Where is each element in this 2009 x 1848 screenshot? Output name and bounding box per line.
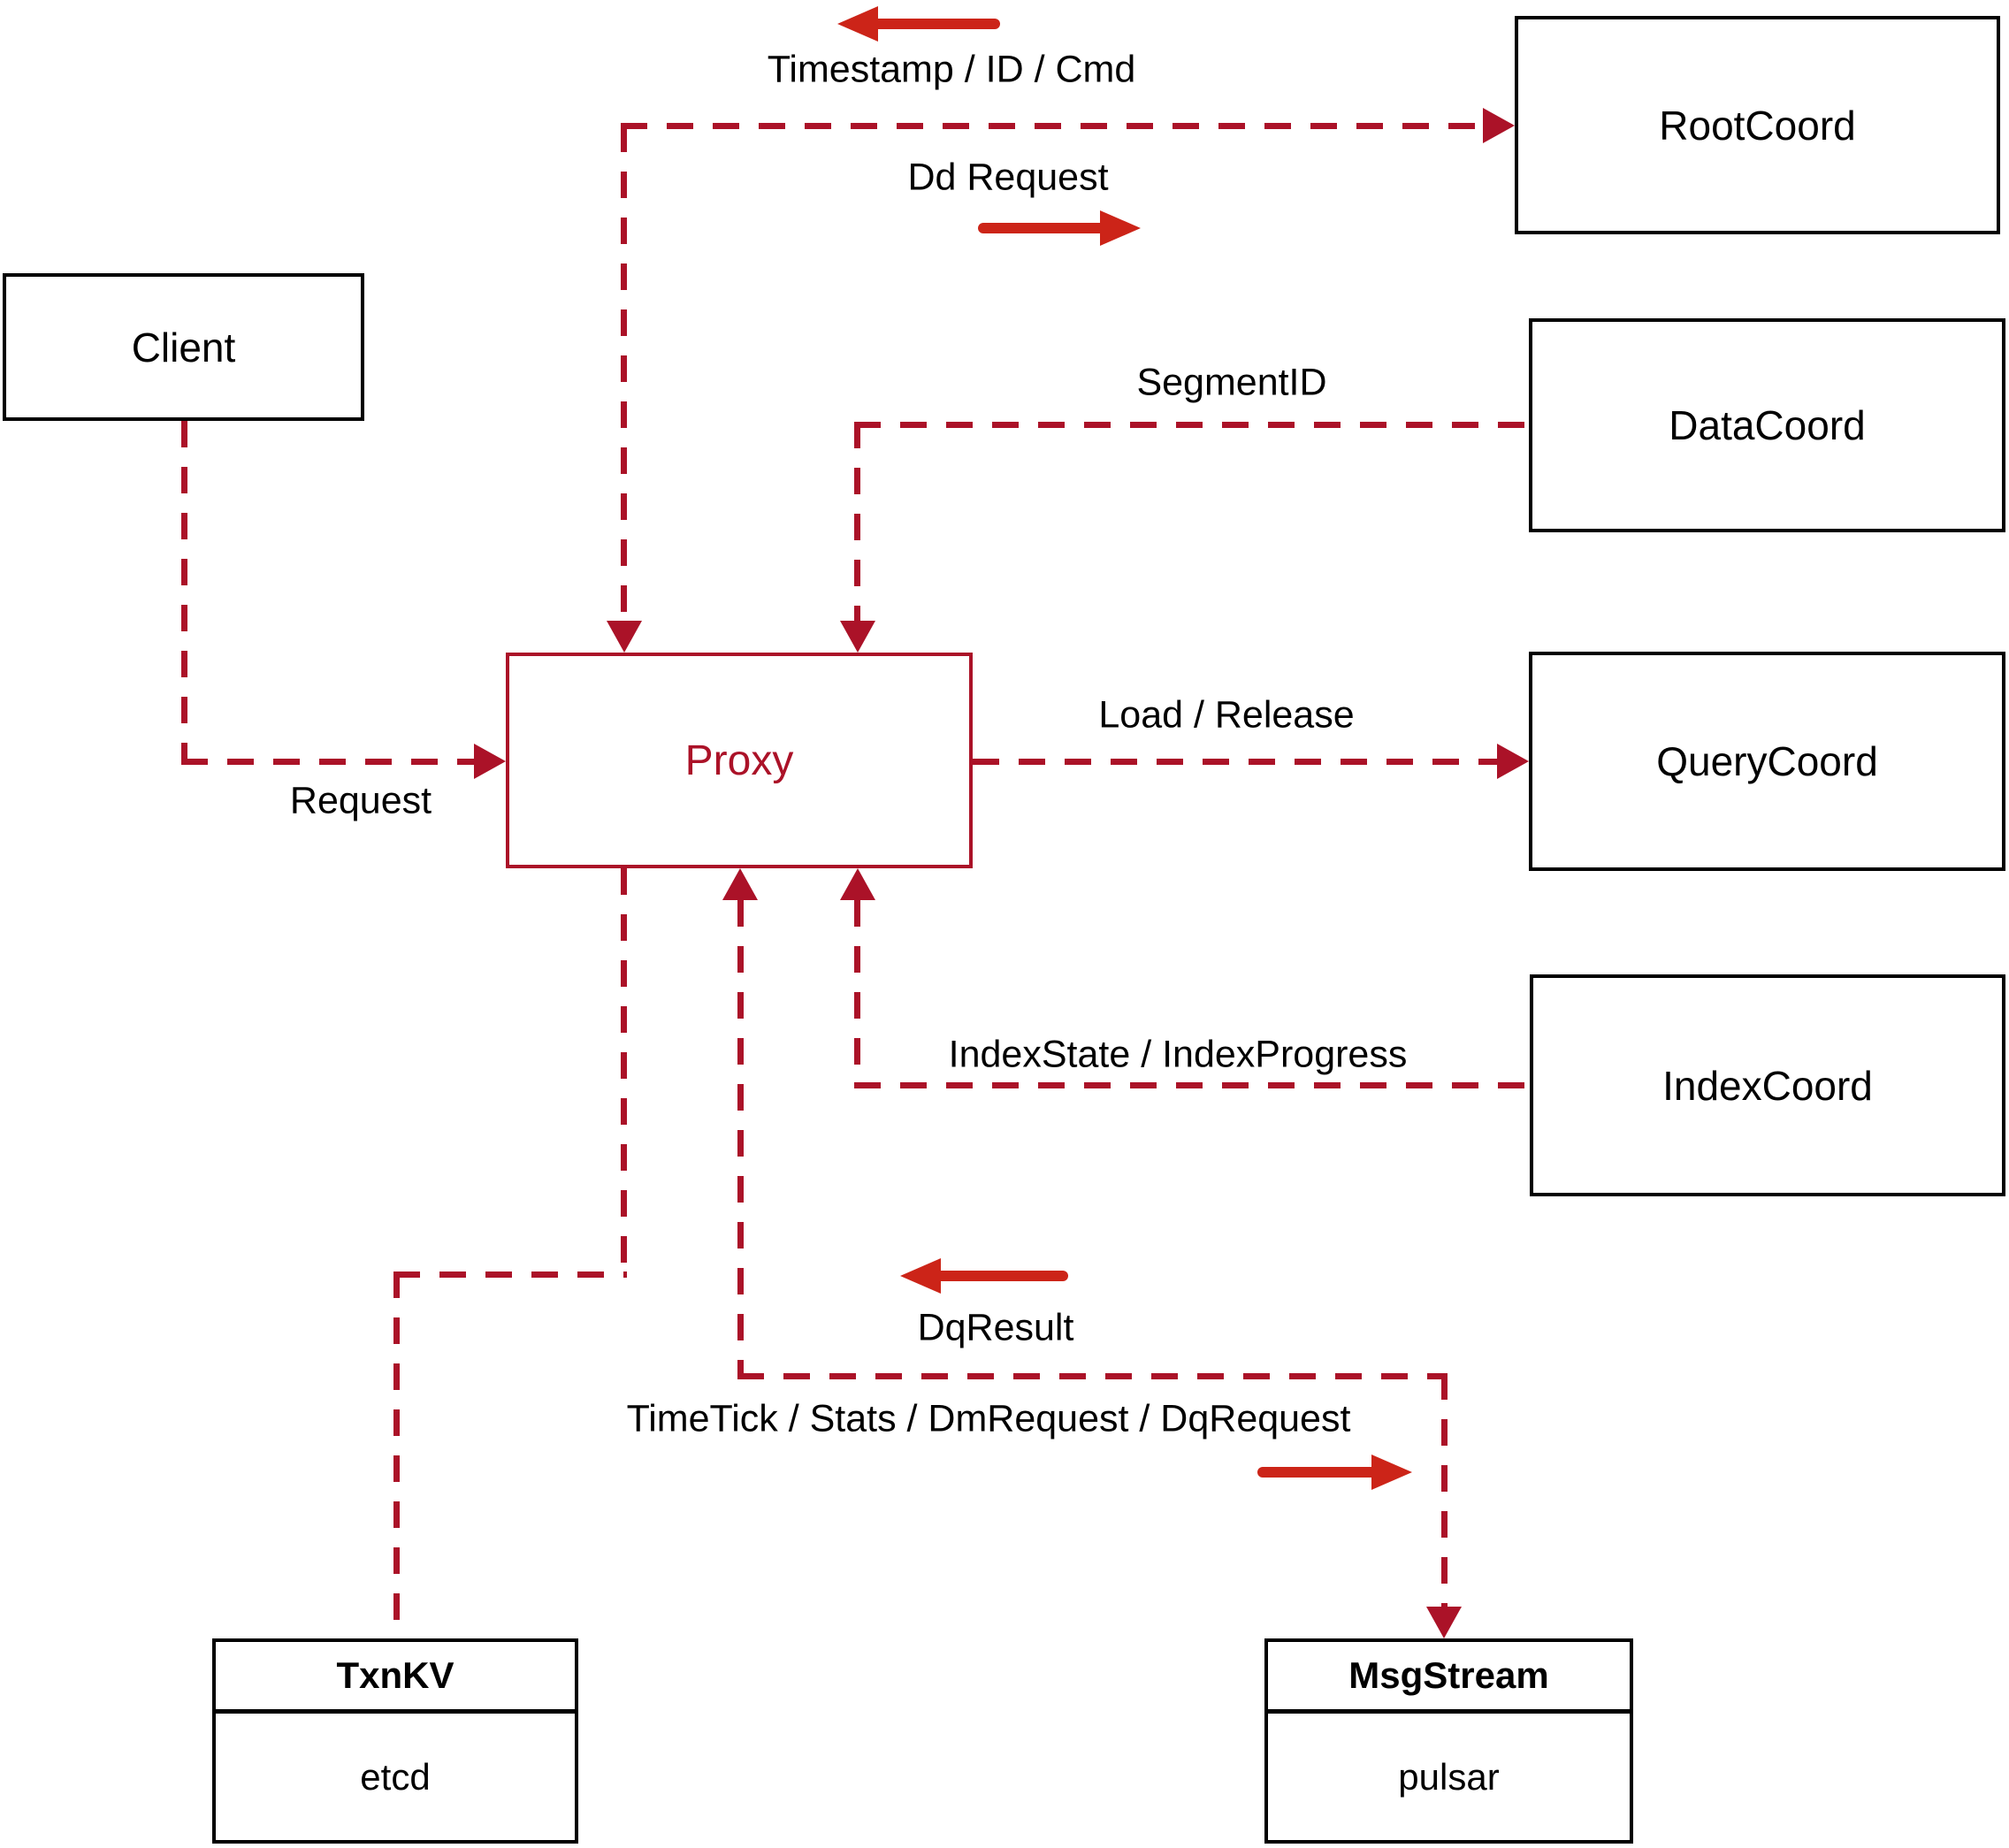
edge-label-load-release: Load / Release — [1098, 693, 1355, 737]
arrowhead-into-querycoord-icon — [1497, 744, 1529, 779]
edge-proxy-querycoord-horizontal — [973, 759, 1497, 765]
txnkv-header: TxnKV — [216, 1642, 575, 1714]
arrow-head — [1371, 1455, 1412, 1490]
node-datacoord: DataCoord — [1529, 318, 2005, 532]
arrowhead-into-proxy-bottom-left-icon — [722, 868, 758, 900]
arrowhead-into-proxy-left-icon — [474, 744, 506, 779]
msgstream-header-label: MsgStream — [1348, 1654, 1549, 1696]
edge-datacoord-proxy-vertical — [854, 422, 860, 621]
flow-arrow-right-timetick-icon — [1256, 1455, 1412, 1490]
node-indexcoord: IndexCoord — [1530, 974, 2005, 1196]
node-querycoord-label: QueryCoord — [1656, 738, 1878, 784]
edge-datacoord-proxy-horizontal — [854, 422, 1529, 428]
arrow-head — [837, 6, 878, 42]
msgstream-header: MsgStream — [1268, 1642, 1630, 1714]
edge-label-dqresult: DqResult — [917, 1306, 1074, 1349]
arrow-head — [1100, 210, 1141, 246]
edge-proxy-txnkv-vertical-upper — [621, 868, 627, 1278]
edge-proxy-msgstream-horizontal — [737, 1373, 1448, 1379]
node-client: Client — [3, 273, 364, 421]
arrow-head — [900, 1258, 941, 1294]
msgstream-body-label: pulsar — [1398, 1755, 1500, 1798]
flow-arrow-left-dqresult-icon — [900, 1258, 1070, 1294]
arrowhead-into-proxy-bottom-right-icon — [840, 868, 875, 900]
edge-label-timestamp-id-cmd: Timestamp / ID / Cmd — [767, 48, 1136, 91]
edge-client-proxy-vertical — [181, 421, 187, 760]
node-txnkv: TxnKV etcd — [212, 1638, 578, 1844]
arrowhead-into-rootcoord-icon — [1483, 108, 1515, 143]
arrowhead-into-msgstream-icon — [1426, 1607, 1462, 1638]
flow-arrow-right-dd-request-icon — [976, 210, 1141, 246]
edge-proxy-rootcoord-vertical — [621, 126, 627, 621]
arrowhead-into-proxy-top-right-icon — [840, 621, 875, 653]
edge-proxy-txnkv-vertical-lower — [393, 1271, 400, 1638]
node-client-label: Client — [131, 324, 236, 370]
edge-proxy-rootcoord-horizontal — [621, 123, 1483, 129]
node-datacoord-label: DataCoord — [1669, 402, 1866, 448]
edge-proxy-txnkv-horizontal — [393, 1271, 627, 1278]
edge-client-proxy-horizontal — [181, 759, 475, 765]
node-rootcoord-label: RootCoord — [1659, 102, 1856, 149]
node-rootcoord: RootCoord — [1515, 16, 2000, 234]
node-indexcoord-label: IndexCoord — [1662, 1062, 1873, 1109]
node-querycoord: QueryCoord — [1529, 652, 2005, 871]
txnkv-body-label: etcd — [360, 1755, 431, 1798]
arrow-shaft — [978, 223, 1107, 233]
arrow-shaft — [934, 1271, 1068, 1281]
node-msgstream: MsgStream pulsar — [1264, 1638, 1633, 1844]
edge-proxy-msgstream-vertical-lower — [1441, 1373, 1448, 1607]
arrow-shaft — [871, 19, 1000, 29]
edge-indexcoord-proxy-vertical — [854, 900, 860, 1088]
edge-label-request: Request — [289, 779, 432, 822]
flow-arrow-left-timestamp-icon — [837, 6, 1002, 42]
txnkv-body: etcd — [216, 1714, 575, 1840]
edge-label-timetick-stats-dmrequest-dqrequest: TimeTick / Stats / DmRequest / DqRequest — [626, 1397, 1351, 1440]
arrow-shaft — [1257, 1467, 1379, 1478]
edge-label-segmentid: SegmentID — [1136, 361, 1327, 404]
edge-label-indexstate-indexprogress: IndexState / IndexProgress — [948, 1033, 1408, 1076]
edge-label-dd-request: Dd Request — [907, 156, 1109, 199]
edge-indexcoord-proxy-horizontal — [854, 1082, 1530, 1088]
node-proxy: Proxy — [506, 653, 973, 868]
txnkv-header-label: TxnKV — [336, 1654, 455, 1696]
node-proxy-label: Proxy — [684, 737, 794, 784]
edge-proxy-msgstream-vertical-upper — [737, 900, 744, 1379]
msgstream-body: pulsar — [1268, 1714, 1630, 1840]
arrowhead-into-proxy-top-left-icon — [607, 621, 642, 653]
